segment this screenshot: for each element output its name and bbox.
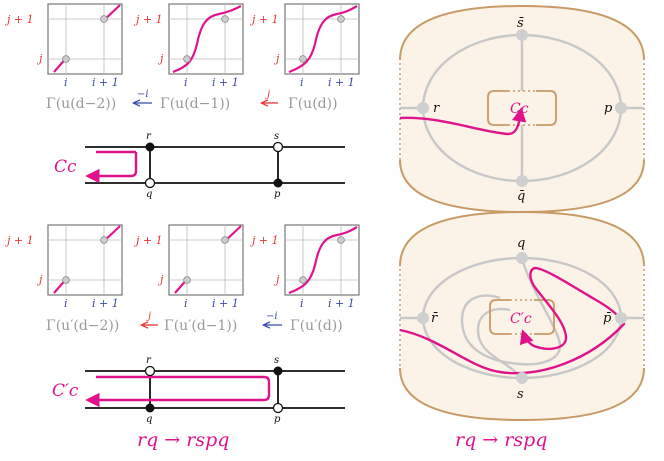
annulus-bottom-label-left: r̄ [431,311,439,326]
panel2-label-j1: j + 1 [133,13,163,26]
bottom-panels: j + 1 j i i + 1 j + 1 j i i + 1 [4,224,360,334]
label-q-bottom: q [146,414,152,425]
curve-cc-bottom [85,375,271,408]
panel5-label-i: i [184,297,188,310]
node-p [615,102,627,114]
node-r [417,102,429,114]
panel2-label-i1: i + 1 [212,76,239,89]
node-s-bar [516,29,528,41]
annulus-top-label-bottom: q̄ [517,189,525,204]
node-q [516,252,528,264]
gamma-bottom-3: Γ(u′(d)) [290,318,343,334]
panel6-label-i1: i + 1 [328,297,355,310]
label-q-top: q [146,189,152,200]
panel5-label-j1: j + 1 [133,234,163,247]
arrow-top-2-label: j [265,89,270,100]
annulus-top-label-right: p [604,101,613,116]
vertex-r-top [145,142,155,152]
label-p-top: p [274,189,281,200]
label-r-bottom: r [146,355,152,366]
arrow-bottom-2-label: −i [266,311,278,322]
panel5-label-i1: i + 1 [212,297,239,310]
annulus-top-label-left: r [433,101,440,116]
annulus-top-center-label: Cc [510,101,529,117]
panel5-label-j: j [157,273,164,286]
panel4-label-i: i [64,297,68,310]
panel2-label-i: i [184,76,188,89]
panel1-label-j: j [36,52,43,65]
vertex-s-top [272,141,284,153]
panel-top-3 [284,3,360,75]
curve-cc-top [85,152,138,184]
panel-top-2 [168,3,244,75]
node-s [516,372,528,384]
panel3-label-j1: j + 1 [249,13,279,26]
panel1-label-i: i [64,76,68,89]
vertex-q-top [144,177,156,189]
panel6-label-j: j [273,273,280,286]
annulus-top: s̄ q̄ r p Cc [398,4,646,214]
label-r-top: r [146,131,152,142]
gamma-bottom-2: Γ(u′(d−1)) [164,318,237,334]
panel6-label-i: i [300,297,304,310]
gamma-top-1: Γ(u(d−2)) [46,96,116,112]
panel4-label-j1: j + 1 [4,234,34,247]
panel-bottom-3 [284,224,360,296]
annulus-bottom-label-bottom: s [517,387,524,402]
label-s-top: s [274,131,279,142]
panel4-label-j: j [36,273,43,286]
panel3-label-j: j [273,52,280,65]
vertex-p-bottom [272,402,284,414]
panel-bottom-2 [168,224,244,296]
label-cc-top: Cc [54,157,77,177]
caption-left: rq → rspq [137,429,229,451]
node-r-bar [417,312,429,324]
annulus-top-label-top: s̄ [517,16,524,31]
gamma-bottom-1: Γ(u′(d−2)) [46,318,119,334]
panel6-label-j1: j + 1 [249,234,279,247]
vertex-p-top [273,178,283,188]
top-panels: j + 1 j i i + 1 j + 1 j i i + 1 [4,3,360,112]
label-cc-bottom: C′c [52,381,79,401]
panel2-label-j: j [157,52,164,65]
annulus-bottom-center-label: C′c [510,311,532,327]
panel-top-1 [47,3,123,75]
panel-bottom-1 [47,224,123,296]
panel3-label-i: i [300,76,304,89]
annulus-bottom-label-top: q [517,236,525,251]
gamma-top-3: Γ(u(d)) [288,96,338,112]
node-p-bar [615,312,627,324]
label-s-bottom: s [274,355,279,366]
caption-right: rq → rspq [455,429,547,451]
vertex-s-bottom [273,366,283,376]
arrow-top-1-label: −i [137,89,149,100]
vertex-q-bottom [145,403,155,413]
annulus-bottom: q s r̄ p̄ C′c [398,210,646,422]
label-p-bottom: p [274,414,281,425]
top-strand-diagram: r q s p Cc [54,131,345,200]
panel1-label-j1: j + 1 [4,13,34,26]
panel1-label-i1: i + 1 [92,76,119,89]
node-q-bar [516,175,528,187]
bottom-strand-diagram: r q s p C′c [52,355,345,425]
arrow-bottom-1-label: j [146,311,151,322]
annulus-bottom-label-right: p̄ [603,311,612,326]
panel3-label-i1: i + 1 [328,76,355,89]
panel4-label-i1: i + 1 [92,297,119,310]
gamma-top-2: Γ(u(d−1)) [160,96,230,112]
vertex-r-bottom [144,365,156,377]
